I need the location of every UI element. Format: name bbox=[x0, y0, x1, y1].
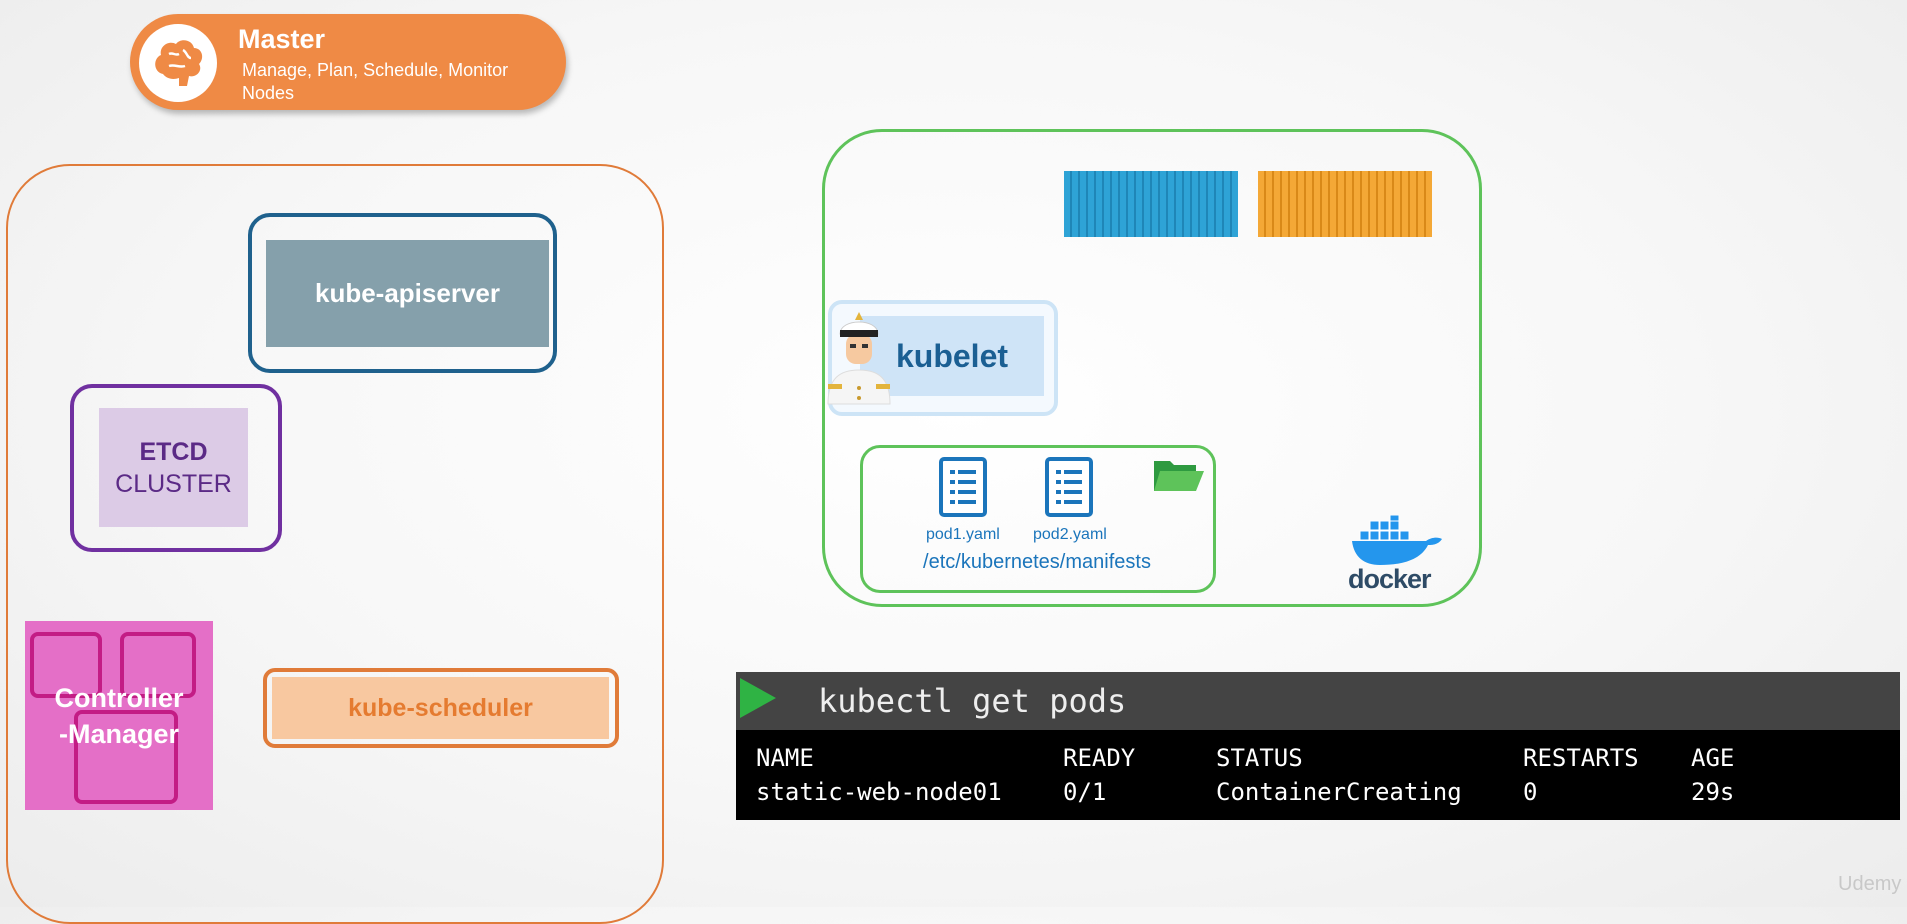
controller-manager-label: Controller -Manager bbox=[25, 680, 213, 752]
controller-manager-box bbox=[25, 621, 213, 810]
controller-label-line1: Controller bbox=[54, 683, 184, 713]
kube-scheduler-box: kube-scheduler bbox=[272, 677, 609, 739]
row-restarts: 0 bbox=[1523, 778, 1538, 806]
blue-container-icon bbox=[1064, 171, 1238, 237]
master-title: Master bbox=[238, 24, 326, 54]
watermark: Udemy bbox=[1838, 873, 1902, 895]
folder-icon bbox=[1152, 455, 1206, 495]
controller-decoration bbox=[30, 632, 102, 698]
manifests-path: /etc/kubernetes/manifests bbox=[923, 551, 1151, 573]
etcd-label: ETCD bbox=[139, 437, 208, 466]
pod1-file-icon bbox=[938, 456, 988, 518]
pod1-yaml-label: pod1.yaml bbox=[926, 526, 1000, 543]
header-name: NAME bbox=[756, 744, 814, 772]
orange-container-icon bbox=[1258, 171, 1432, 237]
docker-label: docker bbox=[1348, 564, 1432, 594]
pod2-yaml-label: pod2.yaml bbox=[1033, 526, 1107, 543]
header-ready: READY bbox=[1063, 744, 1136, 772]
header-restarts: RESTARTS bbox=[1523, 744, 1639, 772]
worker-node-container bbox=[822, 129, 1482, 607]
terminal-output: NAME READY STATUS RESTARTS AGE static-we… bbox=[736, 730, 1900, 820]
master-subtitle: Manage, Plan, Schedule, Monitor Nodes bbox=[242, 60, 509, 103]
controller-decoration bbox=[74, 710, 178, 804]
etcd-cluster-label: CLUSTER bbox=[115, 469, 232, 498]
docker-logo-icon bbox=[1346, 514, 1444, 595]
pod2-file-icon bbox=[1044, 456, 1094, 518]
scheduler-frame bbox=[263, 668, 619, 748]
etcd-cluster-box: ETCD CLUSTER bbox=[99, 408, 248, 527]
row-name: static-web-node01 bbox=[756, 778, 1002, 806]
apiserver-frame bbox=[248, 213, 557, 373]
play-icon bbox=[740, 678, 776, 718]
kube-apiserver-box: kube-apiserver bbox=[266, 240, 549, 347]
brain-icon bbox=[139, 24, 217, 102]
controller-label-line2: -Manager bbox=[58, 719, 180, 749]
header-age: AGE bbox=[1691, 744, 1735, 772]
command-bar bbox=[736, 672, 1900, 730]
etcd-frame bbox=[70, 384, 282, 552]
manifests-folder-box bbox=[860, 445, 1216, 593]
header-status: STATUS bbox=[1216, 744, 1303, 772]
command-text: kubectl get pods bbox=[818, 682, 1127, 720]
captain-icon bbox=[820, 300, 898, 410]
row-ready: 0/1 bbox=[1063, 778, 1107, 806]
row-status: ContainerCreating bbox=[1216, 778, 1462, 806]
controller-decoration bbox=[120, 632, 196, 698]
row-age: 29s bbox=[1691, 778, 1735, 806]
kubelet-box: kubelet bbox=[860, 316, 1044, 396]
